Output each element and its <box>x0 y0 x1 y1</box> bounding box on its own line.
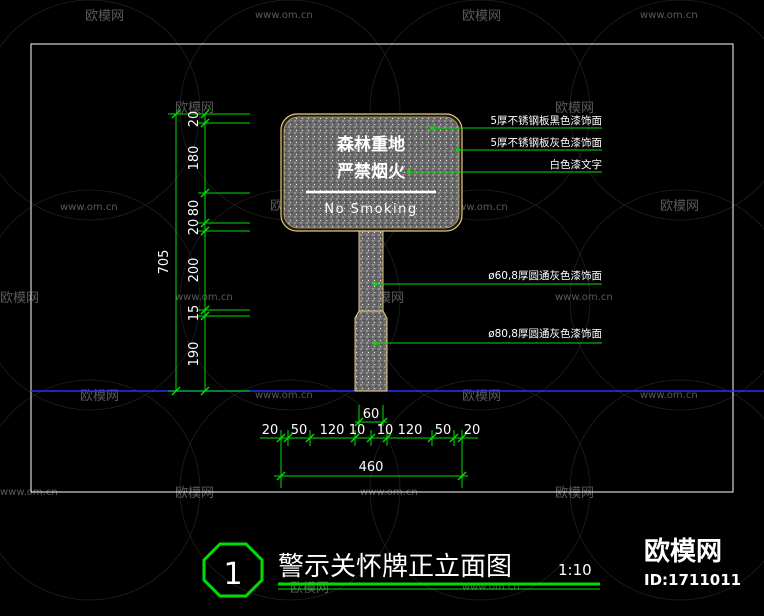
vertical-dimensions <box>168 109 250 396</box>
dim-v7: 190 <box>187 342 202 367</box>
dim-v2: 180 <box>187 146 202 171</box>
watermark-text: 欧模网 www.om.cn 欧模网 www.om.cn 欧模网 欧模网 www.… <box>0 9 699 596</box>
callout-gray-plate: 5厚不锈钢板灰色漆饰面 <box>490 136 602 149</box>
dim-h6: 120 <box>398 423 423 438</box>
callout-white-text: 白色漆文字 <box>550 158 603 171</box>
watermark-site: www.om.cn <box>255 390 313 401</box>
dim-h1: 20 <box>262 423 279 438</box>
watermark-site: www.om.cn <box>0 487 58 498</box>
watermark-brand: 欧模网 <box>175 486 214 501</box>
dim-h2: 50 <box>291 423 308 438</box>
dim-h3: 120 <box>320 423 345 438</box>
watermark-site: www.om.cn <box>640 390 698 401</box>
upper-pipe <box>358 230 384 312</box>
title-scale: 1:10 <box>558 561 592 579</box>
vertical-dimension-labels: 705 20 180 80 20 200 15 190 <box>157 111 202 367</box>
dim-v6: 15 <box>187 305 202 322</box>
dim-h5: 10 <box>377 423 394 438</box>
logo-id: ID:1711011 <box>644 571 741 589</box>
dim-v5: 200 <box>187 258 202 283</box>
dim-total-height: 705 <box>157 250 172 275</box>
horizontal-dimensions <box>260 405 478 488</box>
lower-pipe <box>354 310 388 392</box>
watermark-brand: 欧模网 <box>0 291 39 306</box>
dim-pipe-width: 60 <box>363 407 380 422</box>
dim-total-width: 460 <box>359 460 384 475</box>
dim-h7: 50 <box>435 423 452 438</box>
callout-black-plate: 5厚不锈钢板黑色漆饰面 <box>490 114 602 127</box>
dim-v3: 80 <box>187 200 202 217</box>
horizontal-dimension-labels: 60 20 50 120 10 10 120 50 20 460 <box>262 407 481 475</box>
watermark-site: www.om.cn <box>60 202 118 213</box>
watermark-brand: 欧模网 <box>85 9 124 24</box>
callout-pipe-80: ø80,8厚圆通灰色漆饰面 <box>488 327 602 340</box>
watermark-brand: 欧模网 <box>462 9 501 24</box>
dim-h8: 20 <box>464 423 481 438</box>
title-number-octagon <box>202 542 264 598</box>
watermark-site: www.om.cn <box>462 582 520 593</box>
dim-h4: 10 <box>349 423 366 438</box>
watermark-site: www.om.cn <box>255 10 313 21</box>
watermark-brand: 欧模网 <box>660 199 699 214</box>
watermark-brand: 欧模网 <box>555 486 594 501</box>
callout-leaders <box>375 127 602 344</box>
watermark-site: www.om.cn <box>450 202 508 213</box>
title-block: 1 警示关怀牌正立面图 1:10 <box>202 542 600 598</box>
watermark-site: www.om.cn <box>555 292 613 303</box>
sign-text-line2: 严禁烟火 <box>337 161 406 182</box>
callout-dots <box>373 126 460 345</box>
sign-post <box>354 230 388 392</box>
dim-v4: 20 <box>187 219 202 236</box>
watermark-brand: 欧模网 <box>555 101 594 116</box>
sign-panel: 森林重地 严禁烟火 No Smoking <box>280 113 463 232</box>
callout-texts: 5厚不锈钢板黑色漆饰面 5厚不锈钢板灰色漆饰面 白色漆文字 ø60,8厚圆通灰色… <box>488 114 602 340</box>
watermark-brand: 欧模网 <box>175 101 214 116</box>
sign-text-line1: 森林重地 <box>337 134 405 155</box>
drawing-frame <box>30 43 734 493</box>
dim-v1: 20 <box>187 111 202 128</box>
callout-pipe-60: ø60,8厚圆通灰色漆饰面 <box>488 269 602 282</box>
watermark-site: www.om.cn <box>640 10 698 21</box>
watermark-logo: 欧模网 ID:1711011 <box>644 536 741 589</box>
logo-brand: 欧模网 <box>644 536 722 567</box>
sign-text-line3: No Smoking <box>324 202 417 217</box>
title-text: 警示关怀牌正立面图 <box>278 552 512 582</box>
watermark-brand: 欧模网 <box>462 389 501 404</box>
title-number: 1 <box>223 557 242 592</box>
watermark-site: www.om.cn <box>175 292 233 303</box>
watermark-brand: 欧模网 <box>80 389 119 404</box>
